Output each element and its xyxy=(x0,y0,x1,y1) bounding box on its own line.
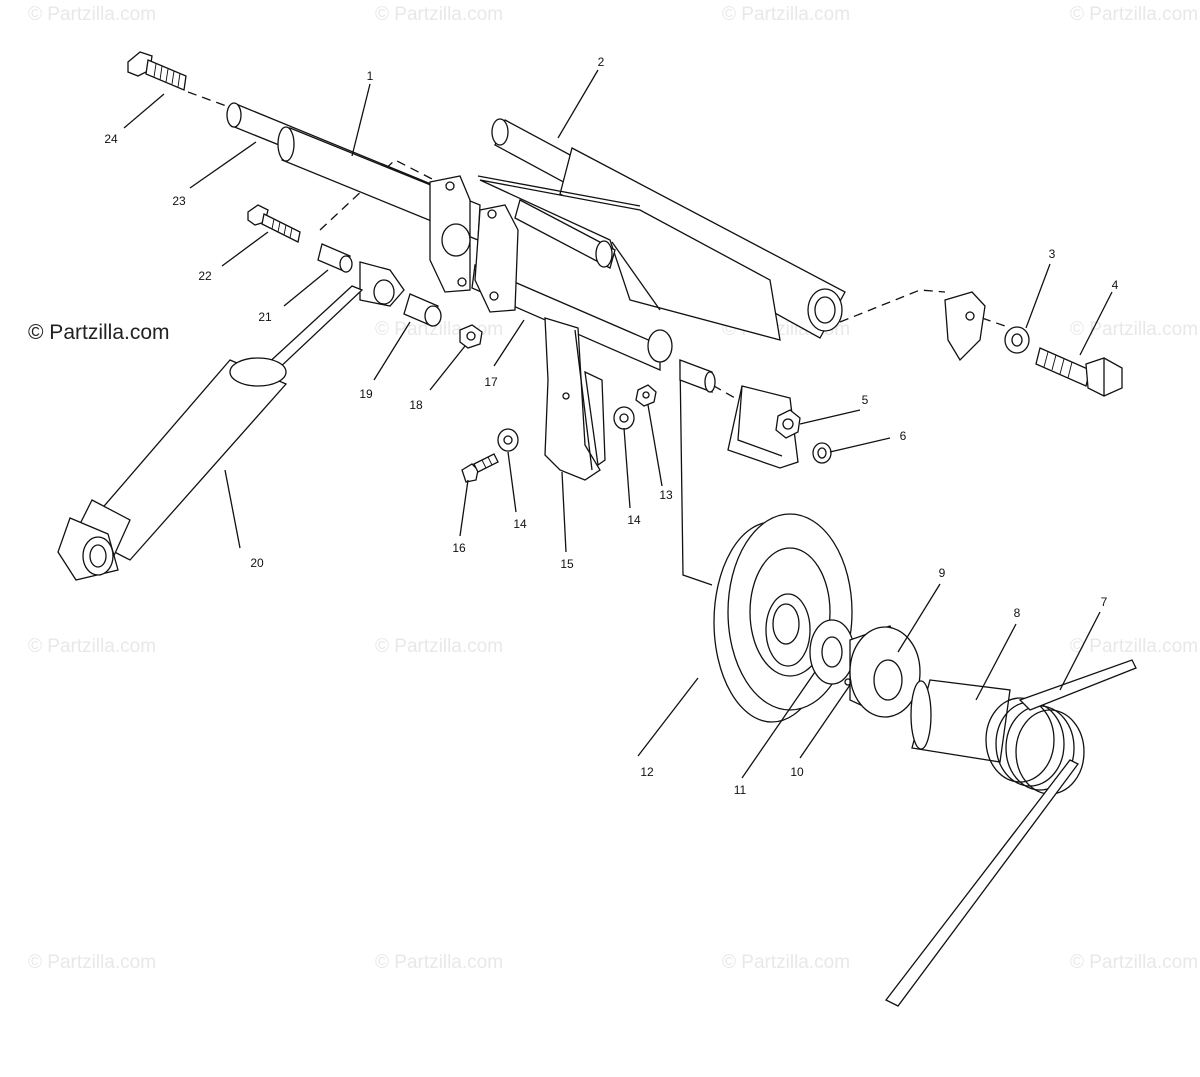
watermark: © Partzilla.com xyxy=(1070,4,1198,25)
part-label-16: 16 xyxy=(452,541,466,555)
watermark: © Partzilla.com xyxy=(375,636,503,657)
part-label-1: 1 xyxy=(367,69,374,83)
lock-washer-3 xyxy=(1004,326,1030,354)
spring-housing-8 xyxy=(910,679,1011,763)
watermark: © Partzilla.com xyxy=(1070,952,1198,973)
part-label-2: 2 xyxy=(598,55,605,69)
watermark: © Partzilla.com xyxy=(375,4,503,25)
block-5 xyxy=(727,385,801,469)
watermark: © Partzilla.com xyxy=(28,952,156,973)
part-label-5: 5 xyxy=(862,393,869,407)
bracket-15 xyxy=(544,317,606,481)
part-label-10: 10 xyxy=(790,765,804,779)
part-label-8: 8 xyxy=(1014,606,1021,620)
part-label-23: 23 xyxy=(172,194,186,208)
watermark: © Partzilla.com xyxy=(28,636,156,657)
assembly-line xyxy=(319,159,439,231)
part-label-9: 9 xyxy=(939,566,946,580)
washer-14-hole xyxy=(619,413,629,423)
leader-lines xyxy=(123,69,1113,779)
watermark: © Partzilla.com xyxy=(722,952,850,973)
assembly-line xyxy=(839,289,946,323)
part-label-22: 22 xyxy=(198,269,212,283)
watermark: © Partzilla.com xyxy=(722,4,850,25)
shock-absorber-20 xyxy=(57,261,405,581)
bolt-24 xyxy=(127,51,187,91)
nut-13 xyxy=(635,384,657,407)
part-label-11: 11 xyxy=(734,783,747,797)
bolt-22 xyxy=(247,204,301,243)
part-label-6: 6 xyxy=(900,429,907,443)
torsion-spring-7 xyxy=(885,659,1137,1007)
part-labels: 1 2 3 4 5 6 7 8 9 10 11 12 13 14 14 15 1… xyxy=(104,55,1118,797)
watermark: © Partzilla.com xyxy=(1070,319,1198,340)
part-label-19: 19 xyxy=(359,387,373,401)
watermark: © Partzilla.com xyxy=(1070,636,1198,657)
part-label-14: 14 xyxy=(627,513,641,527)
part-label-13: 13 xyxy=(659,488,673,502)
nut-18 xyxy=(459,324,483,349)
mount-bracket xyxy=(944,291,986,362)
wheel-12 xyxy=(713,513,853,723)
part-label-24: 24 xyxy=(104,132,118,146)
watermark: © Partzilla.com xyxy=(28,4,156,25)
part-label-4: 4 xyxy=(1112,278,1119,292)
clip-6 xyxy=(812,442,832,464)
part-label-12: 12 xyxy=(640,765,654,779)
hub-9 xyxy=(844,625,921,718)
part-label-20: 20 xyxy=(250,556,264,570)
part-label-14: 14 xyxy=(513,517,527,531)
washer-14 xyxy=(497,428,519,452)
part-label-18: 18 xyxy=(409,398,423,412)
part-label-3: 3 xyxy=(1049,247,1056,261)
part-label-17: 17 xyxy=(484,375,498,389)
part-label-7: 7 xyxy=(1101,595,1108,609)
washer-11 xyxy=(809,619,855,685)
assembly-line xyxy=(981,317,1006,327)
watermark-grid: © Partzilla.com © Partzilla.com © Partzi… xyxy=(28,4,1198,973)
frame-2 xyxy=(429,118,846,393)
bolt-16 xyxy=(461,453,499,483)
assembly-line xyxy=(187,91,233,109)
watermark: © Partzilla.com xyxy=(375,952,503,973)
watermark-prominent: © Partzilla.com xyxy=(28,321,170,344)
washer-14 xyxy=(613,406,635,430)
part-label-21: 21 xyxy=(258,310,272,324)
washer-14-hole xyxy=(503,435,513,445)
part-label-15: 15 xyxy=(560,557,574,571)
assembly-line xyxy=(679,359,713,586)
spacer-19 xyxy=(403,293,442,327)
exploded-view-drawing xyxy=(57,51,1137,1007)
sleeve-21 xyxy=(317,243,353,273)
bolt-4 xyxy=(1035,347,1123,397)
